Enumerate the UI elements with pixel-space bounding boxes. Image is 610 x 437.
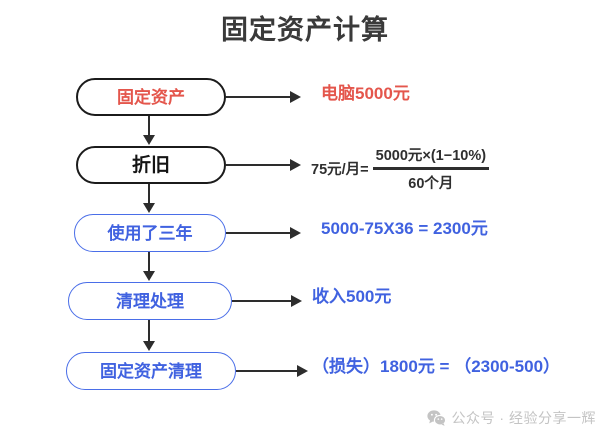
annotation-arrow-right-4 bbox=[232, 295, 302, 307]
annotation-asset-value: 电脑5000元 bbox=[321, 84, 410, 103]
arrow-shaft bbox=[226, 232, 290, 235]
connector-arrow-down-3 bbox=[148, 252, 151, 273]
annotation-book-value: 5000-75X36 = 2300元 bbox=[321, 219, 488, 238]
formula-fraction: 5000元×(1−10%) 60个月 bbox=[372, 144, 490, 193]
annotation-arrow-right-1 bbox=[226, 91, 301, 103]
arrowhead-down-2 bbox=[143, 203, 155, 213]
connector-arrow-down-2 bbox=[148, 184, 151, 205]
watermark: 公众号 · 经验分享一辉 bbox=[426, 408, 596, 428]
flow-node-disposal-handling[interactable]: 清理处理 bbox=[68, 282, 232, 320]
connector-arrow-down-1 bbox=[148, 116, 151, 137]
watermark-text: 公众号 · 经验分享一辉 bbox=[451, 410, 596, 426]
annotation-disposal-loss: （损失）1800元 = （2300-500） bbox=[312, 357, 561, 376]
arrowhead-right bbox=[291, 295, 302, 307]
page-title: 固定资产计算 bbox=[221, 15, 389, 45]
arrow-shaft bbox=[226, 164, 290, 167]
formula-left-side: 75元/月= bbox=[311, 161, 369, 178]
arrowhead-right bbox=[297, 365, 308, 377]
arrow-shaft bbox=[226, 96, 290, 99]
flow-node-depreciation[interactable]: 折旧 bbox=[76, 146, 226, 184]
flow-node-label: 使用了三年 bbox=[107, 223, 193, 243]
flow-node-fixed-asset-disposal[interactable]: 固定资产清理 bbox=[66, 352, 236, 390]
arrowhead-right bbox=[290, 227, 301, 239]
formula-fraction-bar bbox=[372, 167, 490, 170]
arrow-shaft bbox=[236, 370, 297, 373]
annotation-arrow-right-2 bbox=[226, 159, 301, 171]
formula-denominator: 60个月 bbox=[408, 175, 454, 192]
flow-node-fixed-asset[interactable]: 固定资产 bbox=[76, 78, 226, 116]
arrowhead-right bbox=[290, 91, 301, 103]
annotation-arrow-right-3 bbox=[226, 227, 301, 239]
flow-node-label: 折旧 bbox=[131, 154, 170, 176]
arrowhead-down-1 bbox=[143, 135, 155, 145]
annotation-arrow-right-5 bbox=[236, 365, 308, 377]
flow-node-label: 固定资产 bbox=[117, 87, 185, 107]
arrowhead-right bbox=[290, 159, 301, 171]
connector-arrow-down-4 bbox=[148, 320, 151, 343]
arrowhead-down-4 bbox=[143, 341, 155, 351]
annotation-depreciation-formula: 75元/月= 5000元×(1−10%) 60个月 bbox=[311, 144, 490, 193]
flow-node-label: 固定资产清理 bbox=[100, 361, 202, 381]
arrow-shaft bbox=[232, 300, 291, 303]
annotation-disposal-income: 收入500元 bbox=[312, 287, 392, 306]
arrowhead-down-3 bbox=[143, 271, 155, 281]
wechat-icon bbox=[426, 410, 446, 426]
formula-numerator: 5000元×(1−10%) bbox=[375, 148, 487, 164]
flow-node-used-three-years[interactable]: 使用了三年 bbox=[74, 214, 226, 252]
flow-node-label: 清理处理 bbox=[116, 291, 184, 311]
